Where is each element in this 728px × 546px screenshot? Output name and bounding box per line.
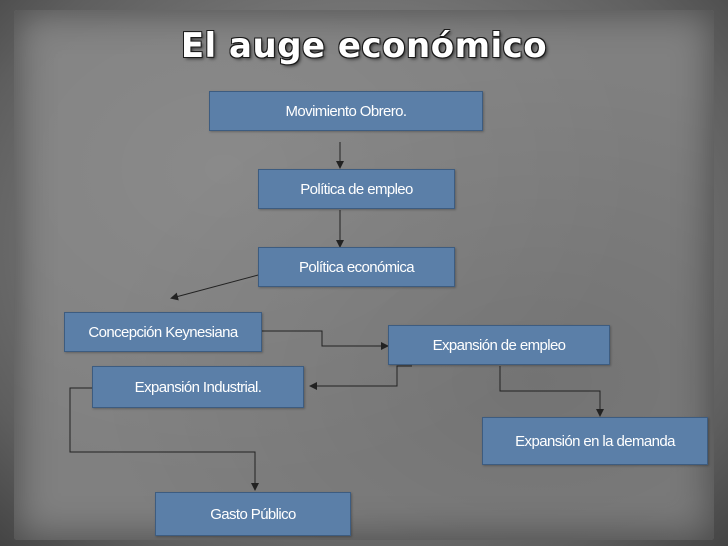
node-concepcion-keynesiana[interactable]: Concepción Keynesiana: [64, 312, 262, 352]
node-movimiento-obrero[interactable]: Movimiento Obrero.: [209, 91, 483, 131]
node-expansion-empleo[interactable]: Expansión de empleo: [388, 325, 610, 365]
node-expansion-demanda[interactable]: Expansión en la demanda: [482, 417, 708, 465]
node-expansion-industrial[interactable]: Expansión Industrial.: [92, 366, 304, 408]
arrow-industrial-to-gasto: [69, 387, 259, 491]
node-politica-empleo[interactable]: Política de empleo: [258, 169, 455, 209]
arrow-expansion-empleo-to-industrial: [309, 365, 412, 390]
node-politica-economica[interactable]: Política económica: [258, 247, 455, 287]
node-gasto-publico[interactable]: Gasto Público: [155, 492, 351, 536]
arrow-expansion-empleo-to-demanda: [499, 366, 604, 417]
arrow-keynesiana-to-expansion-empleo: [262, 330, 389, 350]
slide-title: El auge económico: [180, 26, 548, 66]
arrow-economica-to-keynesiana: [170, 273, 263, 301]
